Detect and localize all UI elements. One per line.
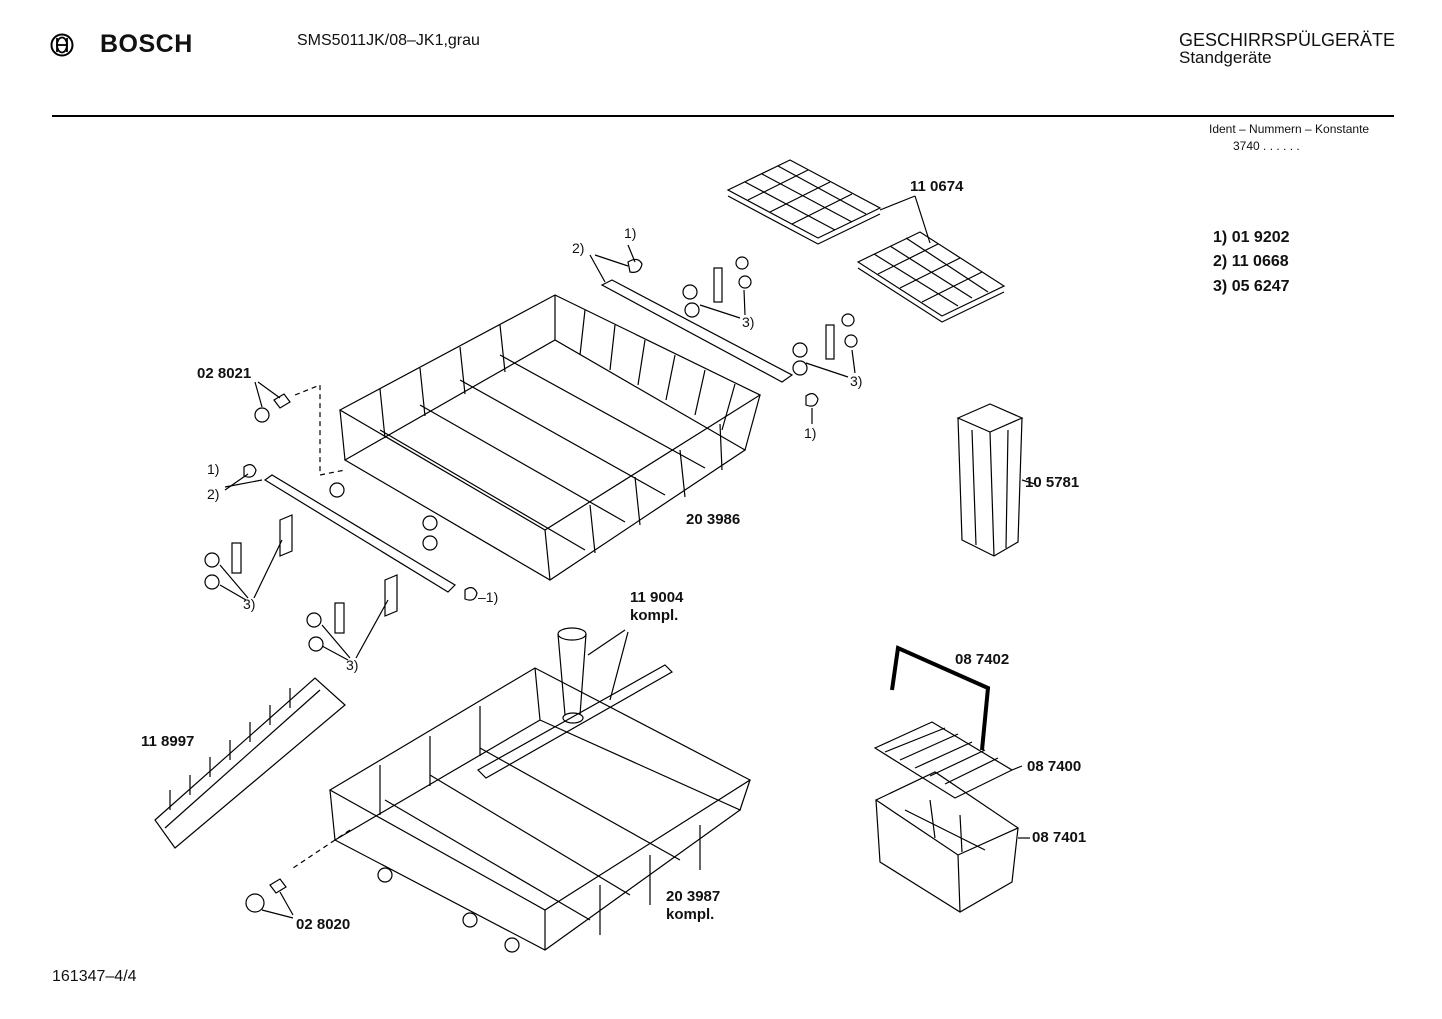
- callout-3-left-upper: 3): [243, 596, 256, 612]
- callout-2-upper: 2): [572, 240, 585, 256]
- brand-logo: BOSCH: [50, 30, 193, 59]
- callout-1-left: 1): [207, 461, 220, 477]
- callout-3-mid: 3): [850, 373, 863, 389]
- wheel-028021: [254, 407, 270, 423]
- legend-item-2: 2) 11 0668: [1213, 253, 1289, 271]
- clip-left: [243, 464, 257, 478]
- ident-label: Ident – Nummern – Konstante: [1209, 122, 1370, 136]
- bosch-armature-icon: [50, 33, 74, 56]
- legend-item-1: 1) 01 9202: [1213, 229, 1290, 247]
- spray-arm: [477, 627, 673, 779]
- part-label-118997: 11 8997: [141, 733, 195, 750]
- cutlery-holder: [956, 403, 1036, 557]
- category-title: GESCHIRRSPÜLGERÄTE: [1179, 30, 1396, 50]
- cutlery-basket: [874, 771, 1030, 913]
- legend-part: 11 0668: [1231, 253, 1289, 270]
- rail-left: [263, 474, 456, 593]
- part-label-028020: 02 8020: [296, 916, 351, 933]
- cup-shelf-lower: [856, 231, 1006, 323]
- axle-028020: [269, 878, 287, 894]
- basket-handle: [890, 645, 991, 751]
- legend-part: 05 6247: [1231, 278, 1290, 295]
- clip-lower-left: [464, 587, 478, 601]
- callout-2-left: 2): [207, 486, 220, 502]
- wheel-028020: [245, 893, 265, 913]
- legend-key: 3): [1213, 278, 1228, 295]
- bracket-left-upper: [204, 514, 293, 601]
- rail-upper-right: [600, 279, 794, 383]
- upper-basket: [329, 294, 762, 581]
- bracket-left-lower: [306, 574, 398, 661]
- legend-part: 01 9202: [1231, 229, 1290, 246]
- basket-lid: [873, 721, 1023, 799]
- legend-item-3: 3) 05 6247: [1213, 278, 1290, 296]
- part-label-203986: 20 3986: [686, 511, 741, 528]
- callout-1-mid: 1): [804, 425, 817, 441]
- part-label-119004: 11 9004: [630, 589, 684, 606]
- ident-value: 3740 . . . . . .: [1233, 139, 1300, 153]
- lower-basket: [328, 667, 752, 953]
- document-number: 161347–4/4: [52, 968, 137, 985]
- legend-key: 2): [1213, 253, 1228, 270]
- cup-shelf-upper: [726, 159, 882, 245]
- header-divider: [52, 115, 1394, 117]
- axle-028021: [273, 393, 291, 409]
- part-label-203987: 20 3987: [666, 888, 721, 905]
- model-number: SMS5011JK/08–JK1,grau: [297, 32, 480, 49]
- callout-1-lower: –1): [478, 589, 499, 605]
- callout-1-upper: 1): [624, 225, 637, 241]
- clip-mid-right: [805, 393, 819, 407]
- part-label-028021: 02 8021: [197, 365, 252, 382]
- brand-name: BOSCH: [100, 30, 193, 58]
- part-label-087401: 08 7401: [1032, 829, 1087, 846]
- part-label-110674: 11 0674: [910, 178, 964, 195]
- bracket-upper-right: [682, 256, 752, 319]
- part-label-087400: 08 7400: [1027, 758, 1082, 775]
- part-label-105781: 10 5781: [1025, 474, 1080, 491]
- legend-key: 1): [1213, 229, 1228, 246]
- callout-3-left-lower: 3): [346, 657, 359, 673]
- callout-3-upper: 3): [742, 314, 755, 330]
- folding-tines: [154, 677, 346, 849]
- part-label-087402: 08 7402: [955, 651, 1010, 668]
- part-label-203987-kompl: kompl.: [666, 906, 715, 923]
- category-subtitle: Standgeräte: [1179, 48, 1272, 67]
- part-label-119004-kompl: kompl.: [630, 607, 679, 624]
- bracket-mid-right: [792, 313, 858, 378]
